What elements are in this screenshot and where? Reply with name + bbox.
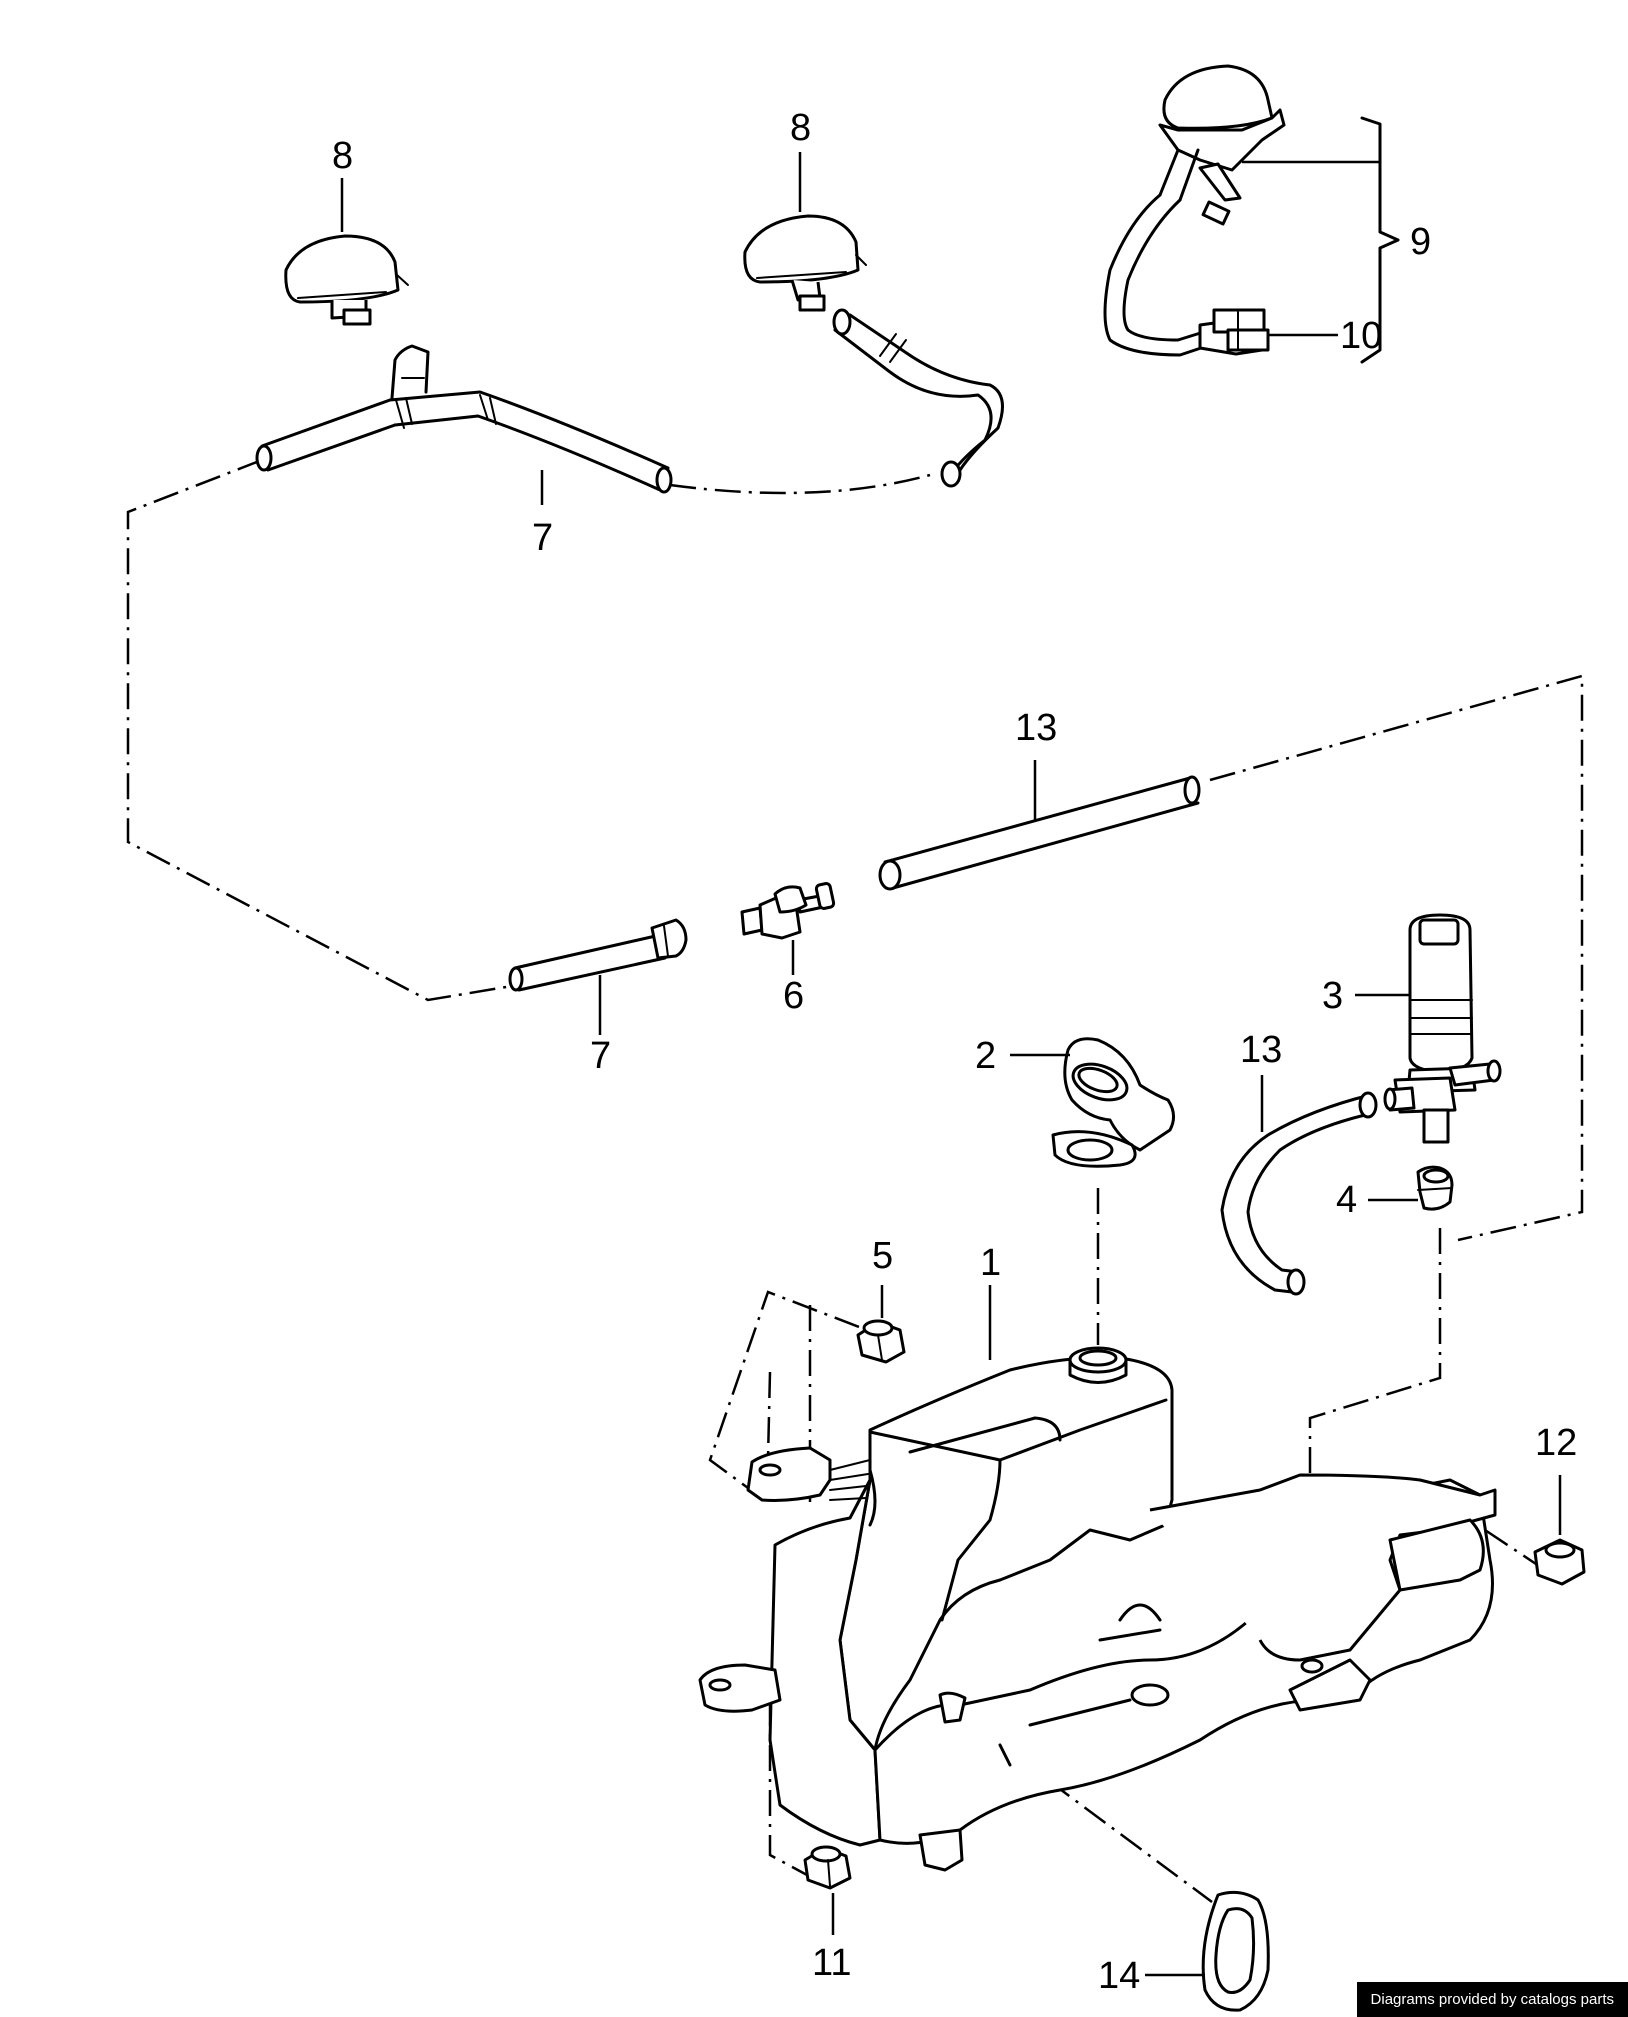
washer-jet-right [743, 214, 867, 312]
callout-1: 1 [980, 1242, 1001, 1284]
hose-13-curved [1220, 1091, 1378, 1296]
credit-label: Diagrams provided by catalogs parts [1356, 1982, 1628, 2017]
washer-reservoir [698, 1346, 1497, 1872]
jet-hose-curved [832, 308, 1004, 488]
hose-7-lower [508, 918, 688, 992]
callout-5: 5 [872, 1235, 893, 1277]
callout-7-lower: 7 [590, 1035, 611, 1077]
callout-13-upper: 13 [1015, 707, 1057, 749]
hose-13-straight [878, 775, 1201, 891]
callout-12: 12 [1535, 1422, 1577, 1464]
callout-14: 14 [1098, 1955, 1140, 1997]
seal-ring [1201, 1890, 1270, 2012]
bolt-5 [856, 1319, 906, 1364]
callout-6: 6 [783, 975, 804, 1017]
callout-8-right: 8 [790, 107, 811, 149]
callout-9: 9 [1410, 221, 1431, 263]
callout-labels: 1 2 3 4 5 6 7 7 8 8 9 10 11 12 13 13 14 [332, 107, 1577, 1997]
bolt-11 [803, 1845, 852, 1890]
callout-8-left: 8 [332, 135, 353, 177]
grommet [1416, 1165, 1454, 1211]
callout-2: 2 [975, 1035, 996, 1077]
filler-cap [1051, 1037, 1175, 1168]
callout-4: 4 [1336, 1179, 1357, 1221]
washer-jet-left [284, 234, 409, 326]
callout-7-upper: 7 [532, 517, 553, 559]
callout-13-lower: 13 [1240, 1029, 1282, 1071]
callout-11: 11 [812, 1942, 851, 1984]
callout-3: 3 [1322, 975, 1343, 1017]
t-hose-upper [255, 344, 673, 494]
washer-pump [1383, 913, 1502, 1144]
heated-washer-jet [1103, 64, 1286, 357]
check-valve [740, 882, 836, 940]
nut-12 [1533, 1538, 1586, 1586]
bracket-9 [1360, 116, 1400, 364]
callout-10: 10 [1340, 315, 1382, 357]
